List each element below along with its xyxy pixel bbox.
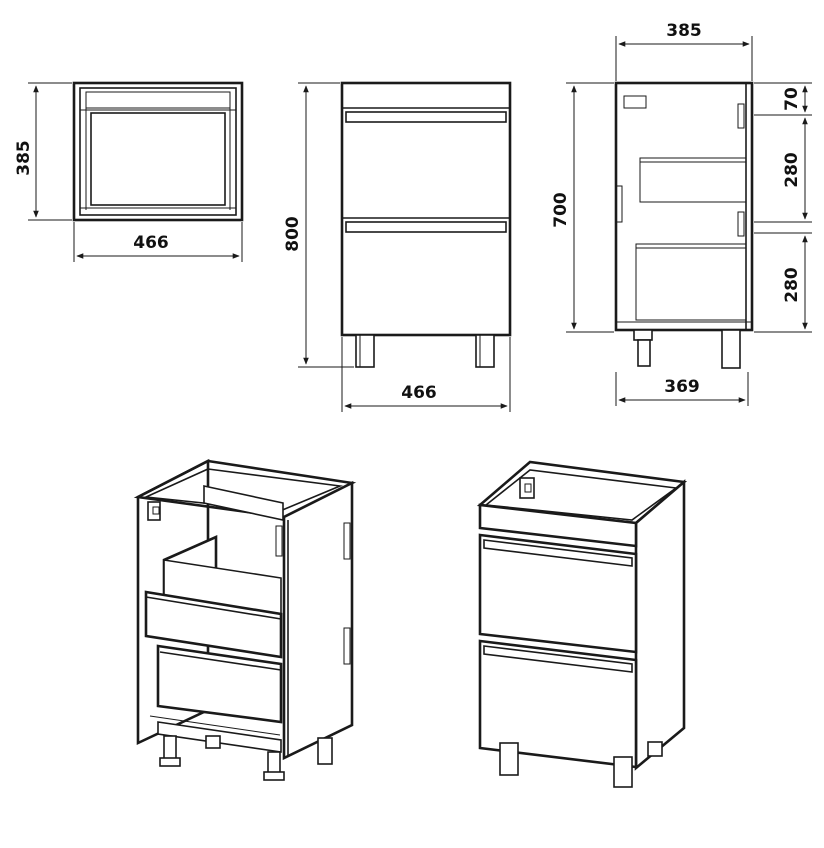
side-view-body-height-label: 700 [551, 192, 571, 228]
front-view-width-label: 466 [401, 383, 437, 403]
front-view-height-label: 800 [283, 216, 303, 252]
side-view [614, 81, 754, 369]
side-view-lower-drawer-label: 280 [782, 267, 802, 303]
top-view-depth-label: 385 [14, 140, 34, 176]
top-view [72, 81, 244, 222]
front-view [340, 81, 512, 368]
isometric-closed-cabinet [476, 460, 688, 788]
side-view-inner-depth-dimension [615, 372, 749, 406]
top-view-depth-dimension [28, 82, 72, 221]
side-view-right-dimensions [754, 82, 812, 333]
side-view-depth-dimension [615, 36, 753, 81]
top-view-width-label: 466 [133, 233, 169, 253]
front-view-width-dimension [341, 337, 511, 412]
side-view-top-gap-label: 70 [782, 87, 802, 111]
side-view-upper-drawer-label: 280 [782, 152, 802, 188]
side-view-inner-depth-label: 369 [664, 377, 700, 397]
side-view-depth-label: 385 [666, 21, 702, 41]
isometric-open-cabinet [133, 458, 357, 781]
top-view-width-dimension [73, 222, 243, 262]
side-view-body-height-dimension [566, 82, 614, 333]
front-view-height-dimension [298, 82, 354, 368]
